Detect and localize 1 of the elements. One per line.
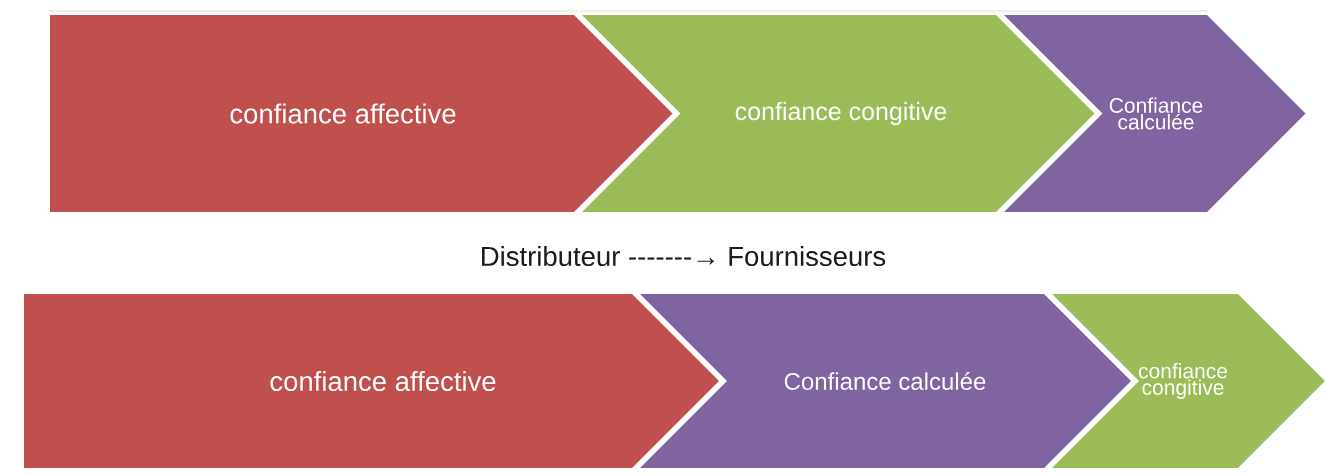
direction-label: Distributeur -------→ Fournisseurs: [482, 245, 886, 267]
